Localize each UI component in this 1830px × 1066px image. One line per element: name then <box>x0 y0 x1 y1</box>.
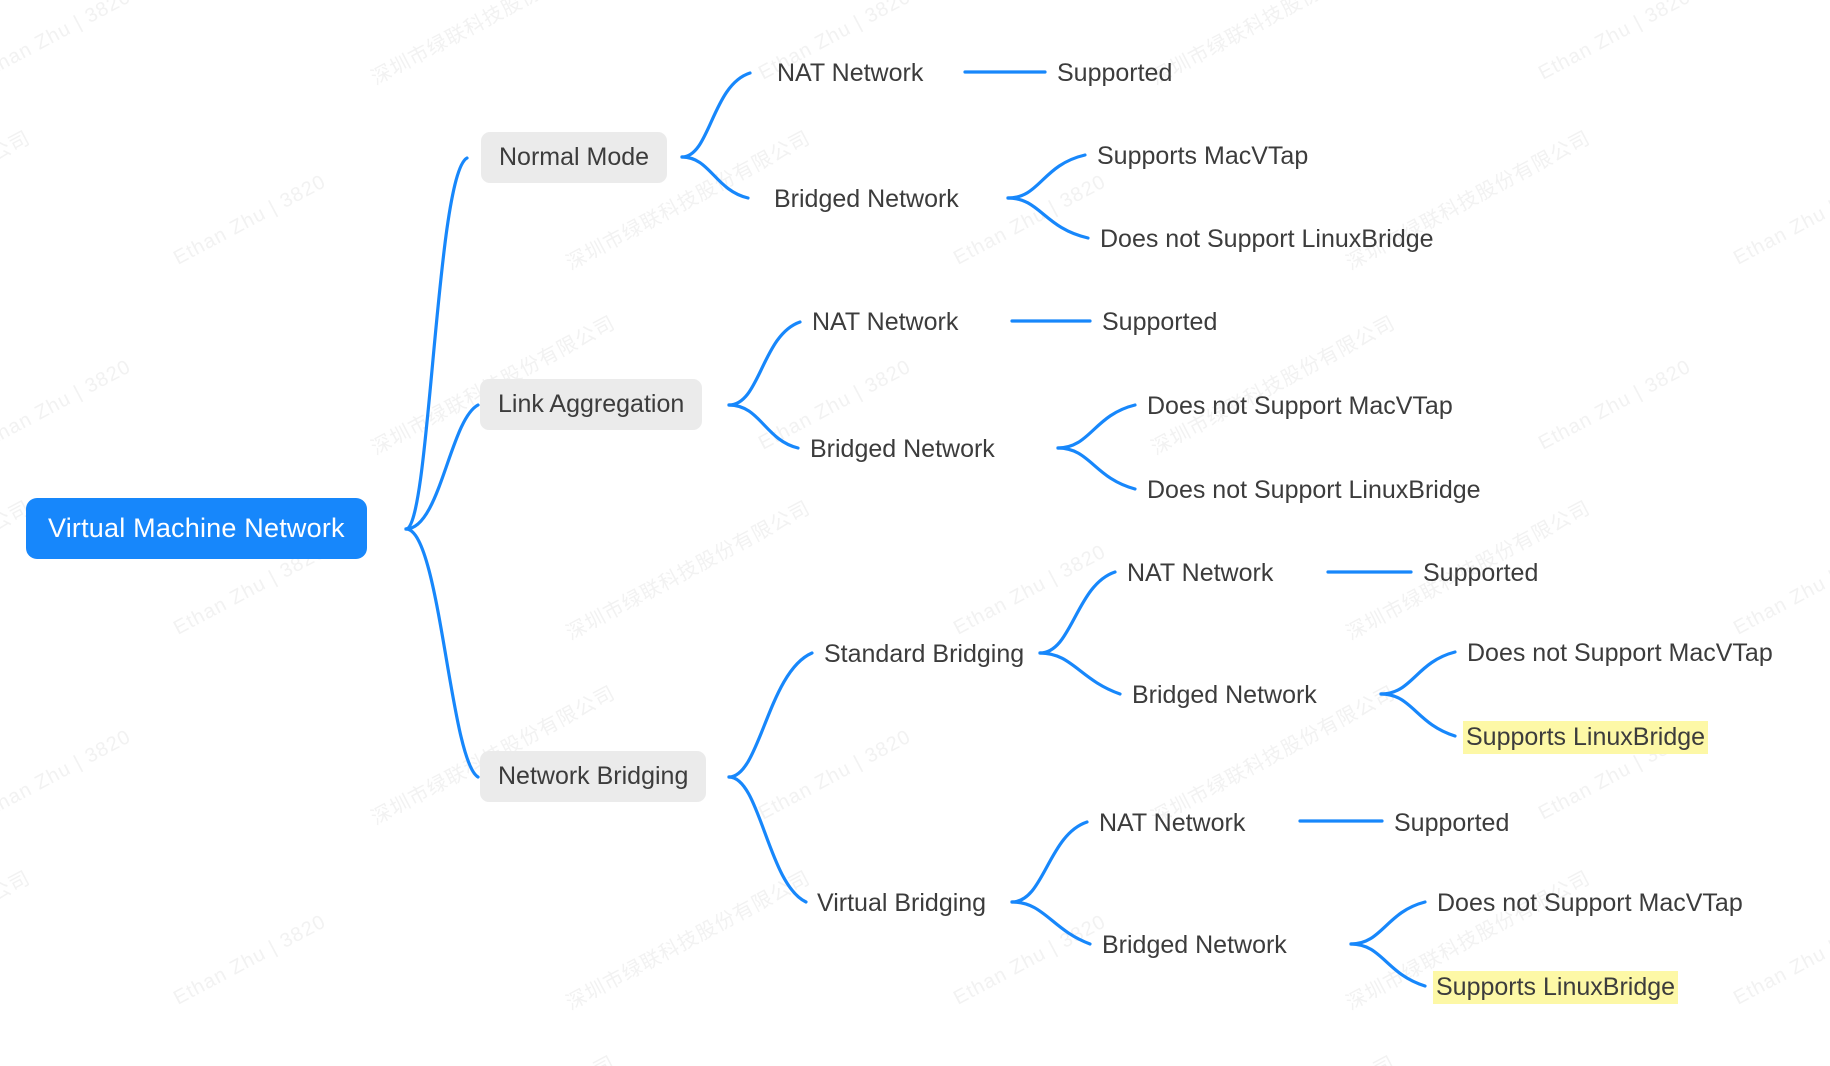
root-node[interactable]: Virtual Machine Network <box>26 498 367 559</box>
watermark-text: Ethan Zhu | 3820 <box>170 910 330 1010</box>
leaf-virtual-bridging-bridged-no-macvtap[interactable]: Does not Support MacVTap <box>1437 889 1743 917</box>
watermark-text: Ethan Zhu | 3820 <box>0 0 135 85</box>
leaf-normal-mode-nat-supported[interactable]: Supported <box>1057 59 1173 87</box>
watermark-text: 深圳市绿联科技股份有限公司 <box>365 1047 620 1066</box>
node-standard-bridging-nat-network[interactable]: NAT Network <box>1127 559 1274 587</box>
leaf-virtual-bridging-bridged-supports-linuxbridge[interactable]: Supports LinuxBridge <box>1433 971 1679 1004</box>
node-normal-mode-bridged-network[interactable]: Bridged Network <box>774 185 959 213</box>
leaf-standard-bridging-bridged-no-macvtap[interactable]: Does not Support MacVTap <box>1467 639 1773 667</box>
leaf-link-aggregation-bridged-no-linuxbridge[interactable]: Does not Support LinuxBridge <box>1147 476 1481 504</box>
edge-la-bridged <box>727 403 800 450</box>
edge-sb-br-macvtap <box>1379 650 1457 696</box>
watermark-text: 深圳市绿联科技股份有限公司 <box>0 127 35 275</box>
leaf-normal-mode-bridged-supports-macvtap[interactable]: Supports MacVTap <box>1097 142 1309 170</box>
node-link-aggregation-nat-network[interactable]: NAT Network <box>812 308 959 336</box>
leaf-standard-bridging-nat-supported[interactable]: Supported <box>1423 559 1539 587</box>
leaf-normal-mode-bridged-no-linuxbridge[interactable]: Does not Support LinuxBridge <box>1100 225 1434 253</box>
node-standard-bridging-bridged-network[interactable]: Bridged Network <box>1132 681 1317 709</box>
edge-sb-nat <box>1038 570 1117 655</box>
branch-node-link-aggregation[interactable]: Link Aggregation <box>480 379 703 430</box>
node-link-aggregation-bridged-network[interactable]: Bridged Network <box>810 435 995 463</box>
leaf-link-aggregation-nat-supported[interactable]: Supported <box>1102 308 1218 336</box>
edge-nb-virtual <box>727 775 808 904</box>
edge-sb-bridged <box>1038 651 1122 696</box>
edge-vb-br-linuxbridge <box>1349 942 1427 988</box>
watermark-text: Ethan Zhu | 3820 <box>170 170 330 270</box>
edge-nm-nat <box>680 71 752 159</box>
watermark-text: Ethan Zhu | 3820 <box>755 725 915 825</box>
edge-nm-br-linuxbridge <box>1006 196 1090 240</box>
watermark-text: Ethan Zhu | 3820 <box>1535 0 1695 85</box>
node-normal-mode-nat-network[interactable]: NAT Network <box>777 59 924 87</box>
leaf-virtual-bridging-nat-supported[interactable]: Supported <box>1394 809 1510 837</box>
edge-root-network-bridging <box>404 527 480 779</box>
edge-root-link-aggregation <box>404 403 480 531</box>
edge-root-normal-mode <box>404 156 469 531</box>
leaf-standard-bridging-bridged-supports-linuxbridge[interactable]: Supports LinuxBridge <box>1463 721 1709 754</box>
edge-nm-bridged <box>680 155 750 200</box>
branch-node-network-bridging[interactable]: Network Bridging <box>480 751 707 802</box>
watermark-text: 深圳市绿联科技股份有限公司 <box>562 867 815 1015</box>
watermark-text: Ethan Zhu | 3820 <box>950 910 1110 1010</box>
leaf-link-aggregation-bridged-no-macvtap[interactable]: Does not Support MacVTap <box>1147 392 1453 420</box>
edge-la-br-macvtap <box>1056 403 1137 450</box>
watermark-text: Ethan Zhu | 3820 <box>1730 171 1830 270</box>
watermark-text: Ethan Zhu | 3820 <box>0 725 135 825</box>
edge-vb-br-macvtap <box>1349 900 1427 946</box>
watermark-text: 深圳市绿联科技股份有限公司 <box>1145 1047 1400 1066</box>
node-virtual-bridging-nat-network[interactable]: NAT Network <box>1099 809 1246 837</box>
watermark-text: 深圳市绿联科技股份有限公司 <box>0 867 35 1015</box>
watermark-text: Ethan Zhu | 3820 <box>950 170 1110 270</box>
watermark-text: Ethan Zhu | 3820 <box>1730 541 1830 640</box>
edge-vb-nat <box>1010 820 1089 904</box>
edge-nm-br-macvtap <box>1006 153 1087 200</box>
branch-node-normal-mode[interactable]: Normal Mode <box>481 132 668 183</box>
watermark-text: Ethan Zhu | 3820 <box>1730 911 1830 1010</box>
edge-la-nat <box>727 320 802 407</box>
edge-sb-br-linuxbridge <box>1379 692 1457 738</box>
watermark-text: 深圳市绿联科技股份有限公司 <box>367 0 620 90</box>
edge-la-br-linuxbridge <box>1056 446 1137 491</box>
node-virtual-bridging[interactable]: Virtual Bridging <box>817 889 987 917</box>
watermark-text: 深圳市绿联科技股份有限公司 <box>1147 0 1400 90</box>
watermark-text: Ethan Zhu | 3820 <box>1535 355 1695 455</box>
edge-vb-bridged <box>1010 900 1092 946</box>
node-standard-bridging[interactable]: Standard Bridging <box>824 640 1025 668</box>
watermark-text: Ethan Zhu | 3820 <box>950 540 1110 640</box>
watermark-text: 深圳市绿联科技股份有限公司 <box>562 497 815 645</box>
edge-nb-standard <box>727 651 814 779</box>
node-virtual-bridging-bridged-network[interactable]: Bridged Network <box>1102 931 1287 959</box>
watermark-text: Ethan Zhu | 3820 <box>0 355 135 455</box>
